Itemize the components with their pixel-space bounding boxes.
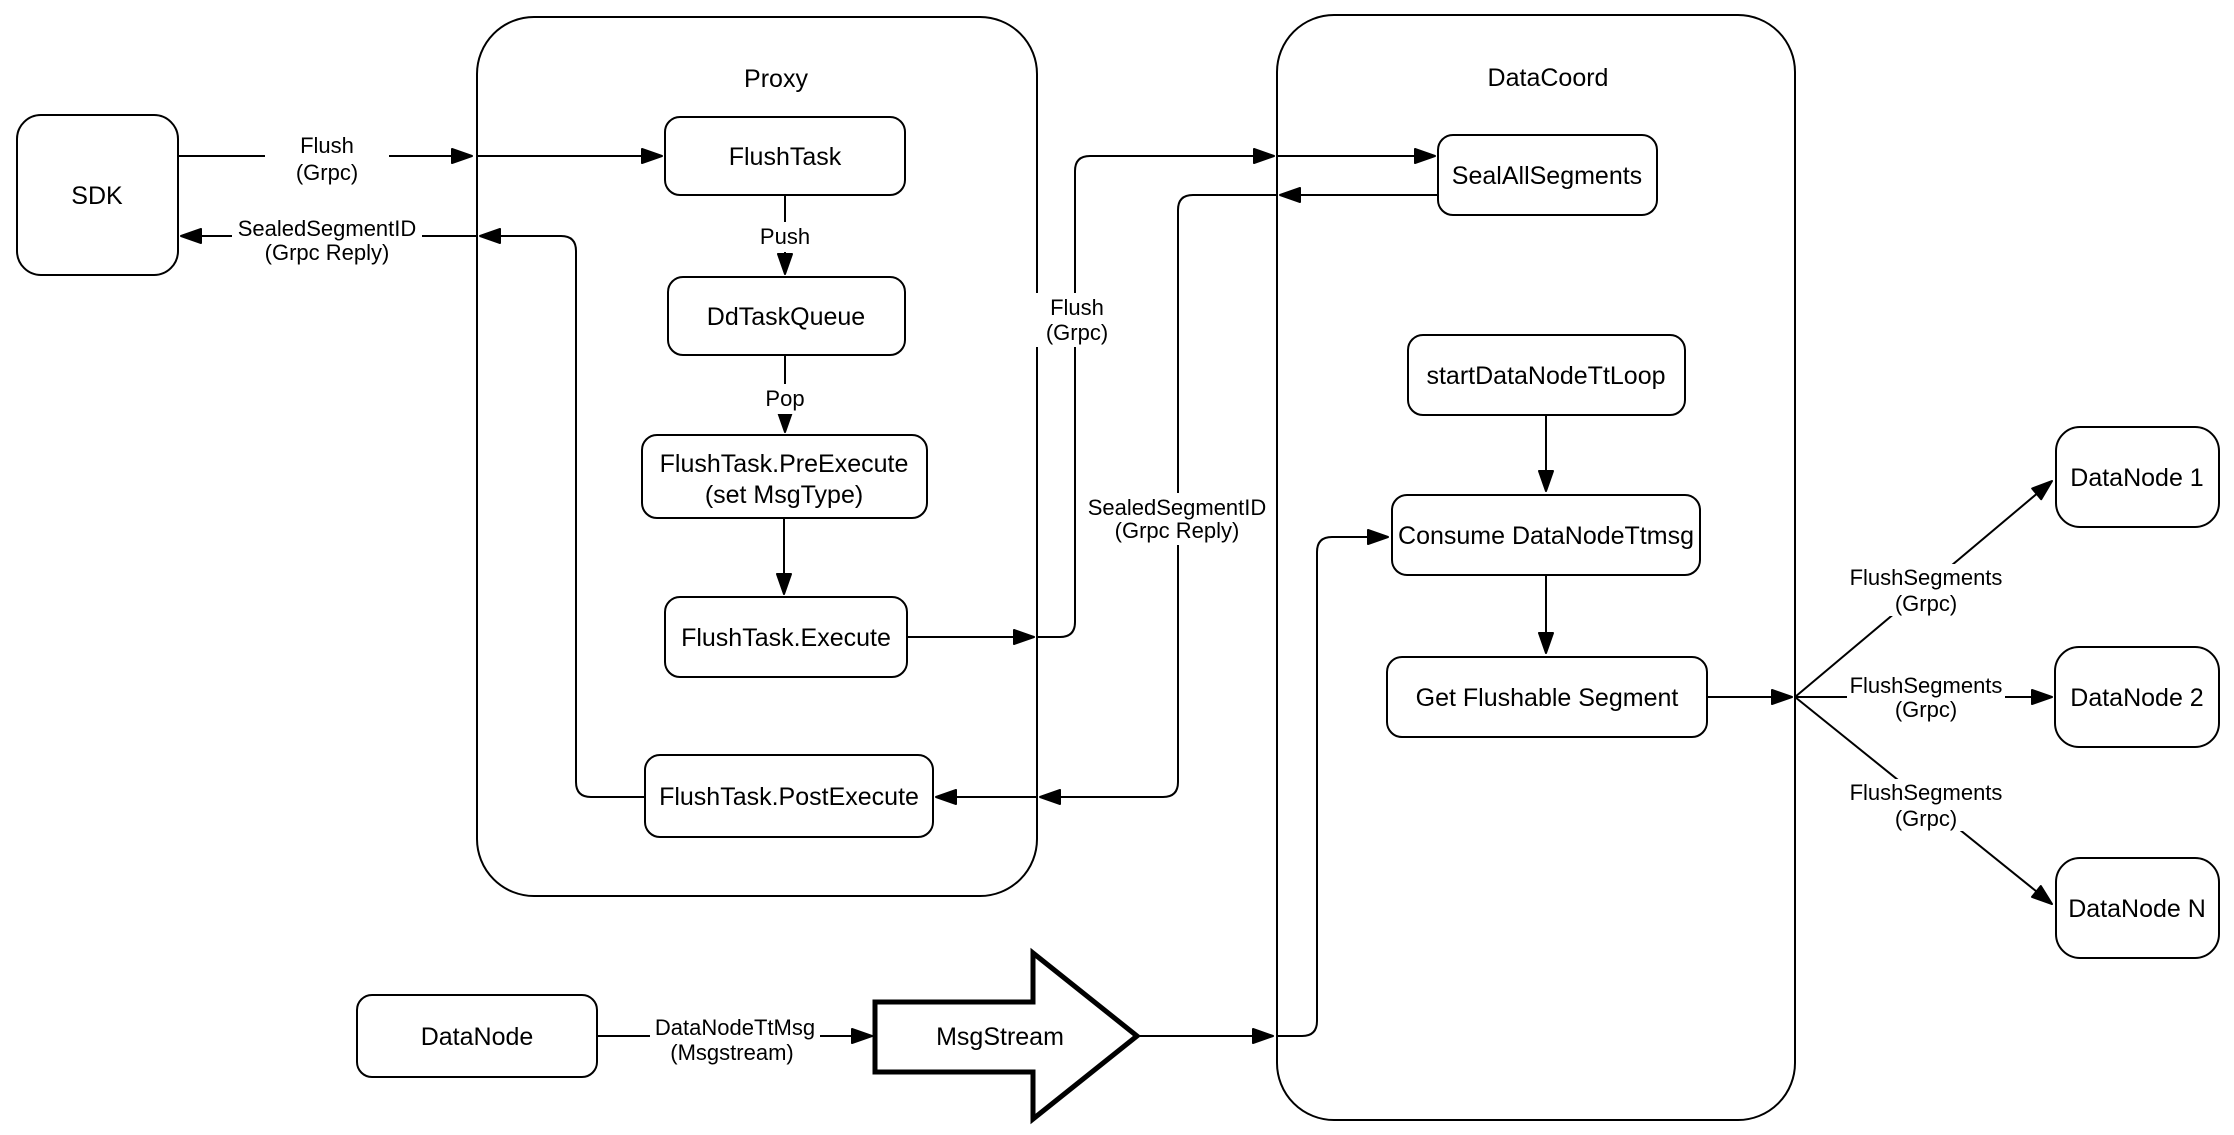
edge-flush-grpc-up bbox=[1037, 148, 1275, 638]
label-flushsegments-2: FlushSegments (Grpc) bbox=[1847, 671, 2005, 723]
sdk-label: SDK bbox=[71, 182, 123, 210]
ddtaskqueue-box bbox=[667, 276, 906, 356]
label-pop-text: Pop bbox=[765, 386, 804, 411]
startdatanodettloop-label: startDataNodeTtLoop bbox=[1426, 362, 1665, 390]
preexecute-box bbox=[641, 434, 928, 519]
label-sealedsegmentid-mid-bg bbox=[1082, 493, 1272, 545]
datanoden-box bbox=[2055, 857, 2220, 959]
msgstream-label: MsgStream bbox=[936, 1023, 1064, 1051]
datacoord-container: DataCoord bbox=[1276, 14, 1796, 1121]
label-sealedsegmentid-sdk-bg bbox=[232, 214, 422, 266]
label-flushsegments-1-line2: (Grpc) bbox=[1895, 591, 1957, 616]
label-sealedsegmentid-mid: SealedSegmentID (Grpc Reply) bbox=[1082, 493, 1272, 545]
label-flush-grpc-mid-line2: (Grpc) bbox=[1046, 320, 1108, 345]
label-flushsegments-2-line1: FlushSegments bbox=[1850, 673, 2003, 698]
ddtaskqueue-label: DdTaskQueue bbox=[707, 303, 865, 331]
node-startdatanodettloop: startDataNodeTtLoop bbox=[1407, 334, 1686, 416]
consumedatanodettmsg-label: Consume DataNodeTtmsg bbox=[1398, 522, 1694, 550]
preexecute-label-line1: FlushTask.PreExecute bbox=[660, 450, 909, 478]
label-flushsegments-3-bg bbox=[1847, 779, 2005, 831]
node-ddtaskqueue: DdTaskQueue bbox=[667, 276, 906, 356]
label-datanodettmsg-bg bbox=[650, 1014, 820, 1066]
node-execute: FlushTask.Execute bbox=[664, 596, 908, 678]
msgstream-arrow-shape bbox=[872, 947, 1142, 1125]
flushtask-box bbox=[664, 116, 906, 196]
label-datanodettmsg-line1: DataNodeTtMsg bbox=[655, 1015, 815, 1040]
postexecute-box bbox=[644, 754, 934, 838]
sealallsegments-box bbox=[1437, 134, 1658, 216]
label-flushsegments-3-line2: (Grpc) bbox=[1895, 806, 1957, 831]
edge-ttmsg-up-to-consume bbox=[1277, 529, 1389, 1037]
datanode2-label: DataNode 2 bbox=[2070, 684, 2203, 712]
node-flushtask: FlushTask bbox=[664, 116, 906, 196]
label-flushsegments-2-bg bbox=[1847, 671, 2005, 723]
node-datanode2: DataNode 2 bbox=[2054, 646, 2220, 748]
edge-postexecute-return bbox=[479, 228, 645, 798]
label-sealedsegmentid-sdk-line2: (Grpc Reply) bbox=[265, 240, 390, 265]
label-flushsegments-3-line1: FlushSegments bbox=[1850, 780, 2003, 805]
label-sealedsegmentid-mid-line1: SealedSegmentID bbox=[1088, 495, 1267, 520]
label-flushsegments-2-line2: (Grpc) bbox=[1895, 697, 1957, 722]
label-flush-grpc-sdk-line1: Flush bbox=[300, 133, 354, 158]
getflushablesegment-box bbox=[1386, 656, 1708, 738]
label-push-text: Push bbox=[760, 224, 810, 249]
getflushablesegment-label: Get Flushable Segment bbox=[1416, 684, 1679, 712]
proxy-container-box bbox=[476, 16, 1038, 897]
node-postexecute: FlushTask.PostExecute bbox=[644, 754, 934, 838]
startdatanodettloop-box bbox=[1407, 334, 1686, 416]
postexecute-label: FlushTask.PostExecute bbox=[659, 783, 919, 811]
label-flush-grpc-mid: Flush (Grpc) bbox=[1015, 293, 1139, 347]
datacoord-container-title: DataCoord bbox=[1488, 64, 1609, 92]
label-push-bg bbox=[750, 222, 820, 252]
datanode-bottom-label: DataNode bbox=[421, 1023, 534, 1051]
datanoden-label: DataNode N bbox=[2068, 895, 2206, 923]
execute-box bbox=[664, 596, 908, 678]
execute-label: FlushTask.Execute bbox=[681, 624, 891, 652]
label-sealedsegmentid-mid-line2: (Grpc Reply) bbox=[1115, 518, 1240, 543]
proxy-container-title: Proxy bbox=[744, 65, 808, 93]
label-flush-grpc-sdk-bg bbox=[265, 129, 389, 187]
datanode1-label: DataNode 1 bbox=[2070, 464, 2203, 492]
label-datanodettmsg: DataNodeTtMsg (Msgstream) bbox=[650, 1014, 820, 1066]
label-flush-grpc-sdk: Flush (Grpc) bbox=[265, 129, 389, 187]
label-flushsegments-1: FlushSegments (Grpc) bbox=[1847, 564, 2005, 616]
datanode2-box bbox=[2054, 646, 2220, 748]
sdk-box bbox=[16, 114, 179, 276]
label-datanodettmsg-line2: (Msgstream) bbox=[670, 1040, 793, 1065]
node-preexecute: FlushTask.PreExecute (set MsgType) bbox=[641, 434, 928, 519]
label-flushsegments-1-bg bbox=[1847, 564, 2005, 616]
label-sealedsegmentid-sdk-line1: SealedSegmentID bbox=[238, 216, 417, 241]
node-datanode-bottom: DataNode bbox=[356, 994, 598, 1078]
label-sealedsegmentid-sdk: SealedSegmentID (Grpc Reply) bbox=[232, 214, 422, 266]
node-consumedatanodettmsg: Consume DataNodeTtmsg bbox=[1391, 494, 1701, 576]
node-datanode1: DataNode 1 bbox=[2055, 426, 2220, 528]
datacoord-container-box bbox=[1276, 14, 1796, 1121]
label-pop: Pop bbox=[752, 384, 816, 414]
label-push: Push bbox=[750, 222, 820, 252]
preexecute-label-line2: (set MsgType) bbox=[705, 481, 863, 509]
label-pop-bg bbox=[752, 384, 816, 414]
consumedatanodettmsg-box bbox=[1391, 494, 1701, 576]
sealallsegments-label: SealAllSegments bbox=[1452, 162, 1642, 190]
datanode-bottom-box bbox=[356, 994, 598, 1078]
node-msgstream: MsgStream bbox=[872, 947, 1142, 1125]
label-flush-grpc-mid-bg bbox=[1015, 293, 1139, 347]
node-getflushablesegment: Get Flushable Segment bbox=[1386, 656, 1708, 738]
label-flushsegments-1-line1: FlushSegments bbox=[1850, 565, 2003, 590]
proxy-container: Proxy bbox=[476, 16, 1038, 897]
node-sdk: SDK bbox=[16, 114, 179, 276]
flushtask-label: FlushTask bbox=[729, 143, 842, 171]
label-flushsegments-3: FlushSegments (Grpc) bbox=[1847, 779, 2005, 831]
label-flush-grpc-mid-line1: Flush bbox=[1050, 295, 1104, 320]
label-flush-grpc-sdk-line2: (Grpc) bbox=[296, 160, 358, 185]
node-datanoden: DataNode N bbox=[2055, 857, 2220, 959]
node-sealallsegments: SealAllSegments bbox=[1437, 134, 1658, 216]
datanode1-box bbox=[2055, 426, 2220, 528]
